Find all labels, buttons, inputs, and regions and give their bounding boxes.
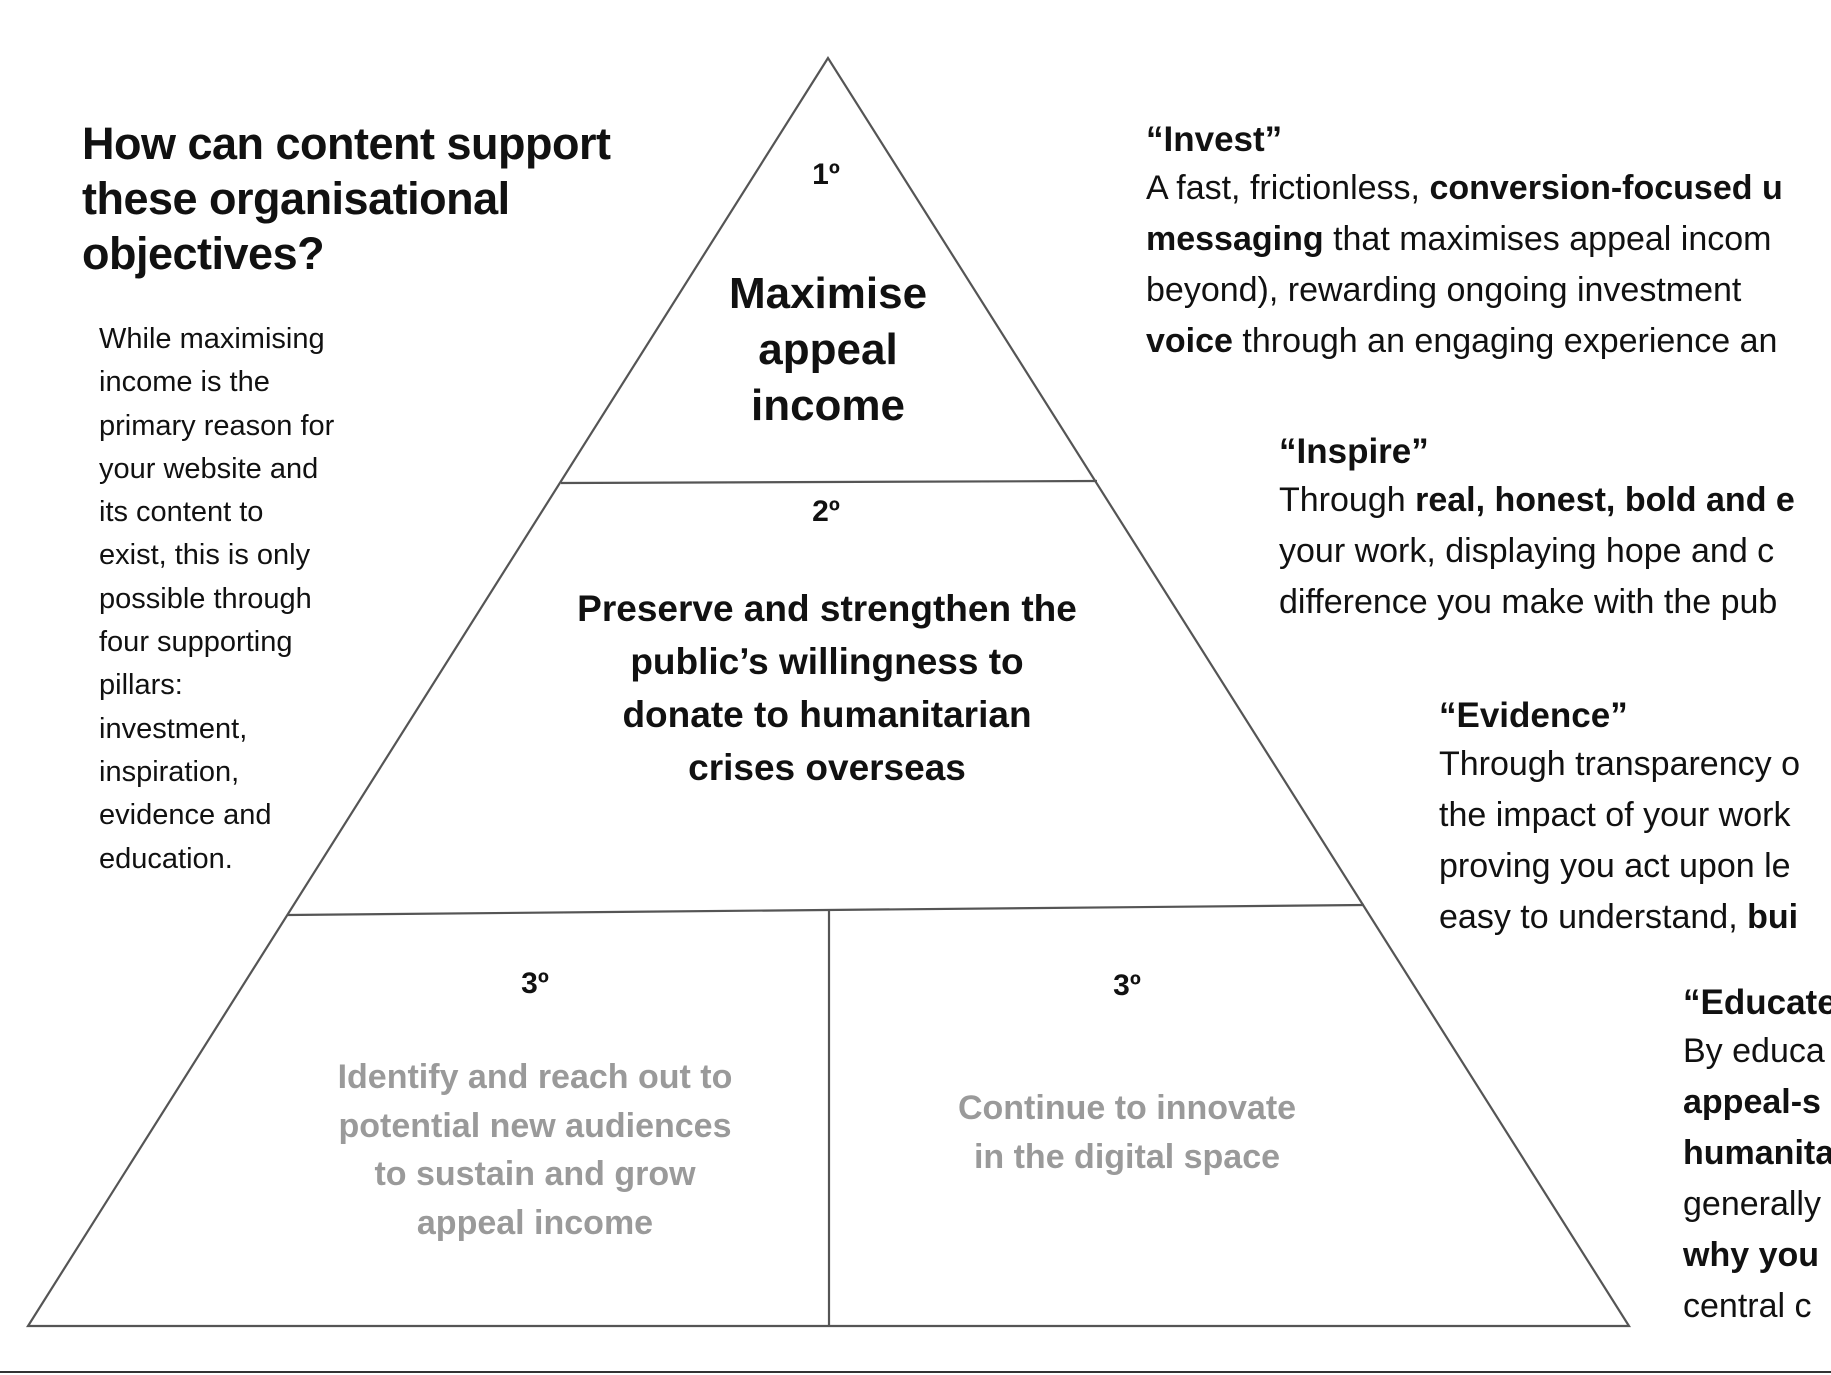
tier3-right-label: Continue to innovate in the digital space (958, 1084, 1296, 1181)
pillar-line: appeal-s (1683, 1077, 1831, 1128)
pillar-title: “Invest” (1146, 120, 1283, 159)
body-text: Through (1279, 481, 1416, 519)
pillar-line: Through transparency o (1439, 739, 1800, 790)
intro-line: While maximising (99, 323, 325, 355)
tier2-rank: 2º (812, 495, 840, 528)
intro-line: exist, this is only (99, 539, 311, 572)
intro-line: pillars: (99, 669, 183, 702)
tier1-line: income (750, 381, 906, 430)
pillar-title: “Evidence” (1439, 696, 1628, 735)
pillar-line: why you (1683, 1230, 1831, 1281)
pillar-line: messaging that maximises appeal incom (1146, 214, 1783, 265)
intro-line: investment, (99, 712, 248, 745)
body-text: through an engaging experience an (1232, 322, 1778, 360)
emphasis-text: conversion-focused u (1429, 169, 1783, 207)
body-text: proving you act upon le (1439, 847, 1791, 885)
emphasis-text: humanita (1683, 1134, 1831, 1172)
emphasis-text: messaging (1146, 220, 1324, 258)
body-text: easy to understand, (1439, 898, 1748, 936)
emphasis-text: real, honest, bold and e (1415, 481, 1795, 519)
pillar-title: “Educate (1683, 983, 1831, 1022)
intro-line: your website and (99, 452, 319, 485)
body-text: A fast, frictionless, (1146, 169, 1430, 207)
body-text: Through transparency o (1439, 745, 1800, 783)
pillar-line: Through real, honest, bold and e (1279, 475, 1795, 526)
tier3-right-rank: 3º (1113, 969, 1141, 1002)
tier2-line: public’s willingness to (630, 641, 1024, 682)
body-text: difference you make with the pub (1279, 583, 1778, 621)
tier3-left-label: Identify and reach out to potential new a… (338, 1053, 733, 1247)
pillar-title: “Inspire” (1279, 432, 1429, 471)
body-text: your work, displaying hope and c (1279, 532, 1775, 570)
pillar-line: your work, displaying hope and c (1279, 526, 1795, 577)
pillar-line: the impact of your work (1439, 790, 1800, 841)
pillar-line: A fast, frictionless, conversion-focused… (1146, 163, 1783, 214)
heading-line: How can content support (82, 118, 611, 169)
emphasis-text: voice (1146, 322, 1233, 360)
pillar-line: humanita (1683, 1128, 1831, 1179)
body-text: beyond), rewarding ongoing investment (1146, 271, 1742, 309)
tier3-left-line: Identify and reach out to (337, 1058, 733, 1096)
emphasis-text: bui (1747, 898, 1799, 936)
tier3-left-line: appeal income (416, 1203, 654, 1242)
intro-paragraph: While maximising income is the primary rea… (99, 318, 334, 881)
pillar-invest: “Invest” A fast, frictionless, conversion… (1146, 117, 1783, 367)
emphasis-text: why you (1683, 1236, 1820, 1274)
tier3-left-rank: 3º (521, 967, 549, 1000)
tier2-line: crises overseas (688, 747, 966, 788)
tier3-left-line: to sustain and grow (374, 1155, 696, 1193)
page-heading: How can content support these organisati… (82, 116, 611, 281)
intro-line: primary reason for (99, 409, 335, 442)
tier3-left-line: potential new audiences (338, 1106, 732, 1145)
pillar-line: easy to understand, bui (1439, 892, 1800, 943)
pillar-line: difference you make with the pub (1279, 577, 1795, 628)
pillar-line: beyond), rewarding ongoing investment (1146, 265, 1783, 316)
body-text: central c (1683, 1287, 1812, 1325)
bottom-divider (0, 1371, 1831, 1373)
emphasis-text: appeal-s (1683, 1083, 1821, 1121)
body-text: By educa (1683, 1032, 1825, 1070)
pillar-line: proving you act upon le (1439, 841, 1800, 892)
tier1-rank: 1º (812, 158, 840, 191)
tier3-right-line: in the digital space (973, 1137, 1281, 1176)
intro-line: education. (99, 842, 233, 875)
body-text: generally (1683, 1185, 1821, 1223)
body-text: the impact of your work (1439, 796, 1791, 834)
pillar-line: central c (1683, 1281, 1831, 1332)
pillar-inspire: “Inspire” Through real, honest, bold and … (1279, 429, 1795, 628)
pillar-line: By educa (1683, 1026, 1831, 1077)
tier2-line: Preserve and strengthen the (577, 588, 1077, 629)
heading-line: these organisational (82, 173, 510, 224)
intro-line: inspiration, (99, 755, 240, 788)
tier2-label: Preserve and strengthen the public’s will… (577, 582, 1077, 794)
tier3-right-line: Continue to innovate (957, 1089, 1297, 1127)
tier1-line: appeal (758, 325, 898, 374)
intro-line: income is the (99, 366, 270, 399)
pillar-educate: “Educate By educa appeal-s humanita generall… (1683, 980, 1831, 1332)
intro-line: four supporting (99, 626, 293, 659)
heading-line: objectives? (82, 228, 325, 279)
intro-line: evidence and (99, 799, 272, 832)
pillar-evidence: “Evidence” Through transparency o the impa… (1439, 693, 1800, 943)
tier1-divider (560, 479, 1098, 485)
tier2-divider (287, 903, 1365, 917)
intro-line: its content to (99, 496, 264, 529)
tier1-line: Maximise (728, 269, 928, 318)
tier2-line: donate to humanitarian (622, 694, 1032, 735)
pillar-line: voice through an engaging experience an (1146, 316, 1783, 367)
pillar-line: generally (1683, 1179, 1831, 1230)
body-text: that maximises appeal incom (1323, 220, 1772, 258)
intro-line: possible through (99, 582, 312, 615)
tier1-label: Maximise appeal income (729, 266, 927, 434)
